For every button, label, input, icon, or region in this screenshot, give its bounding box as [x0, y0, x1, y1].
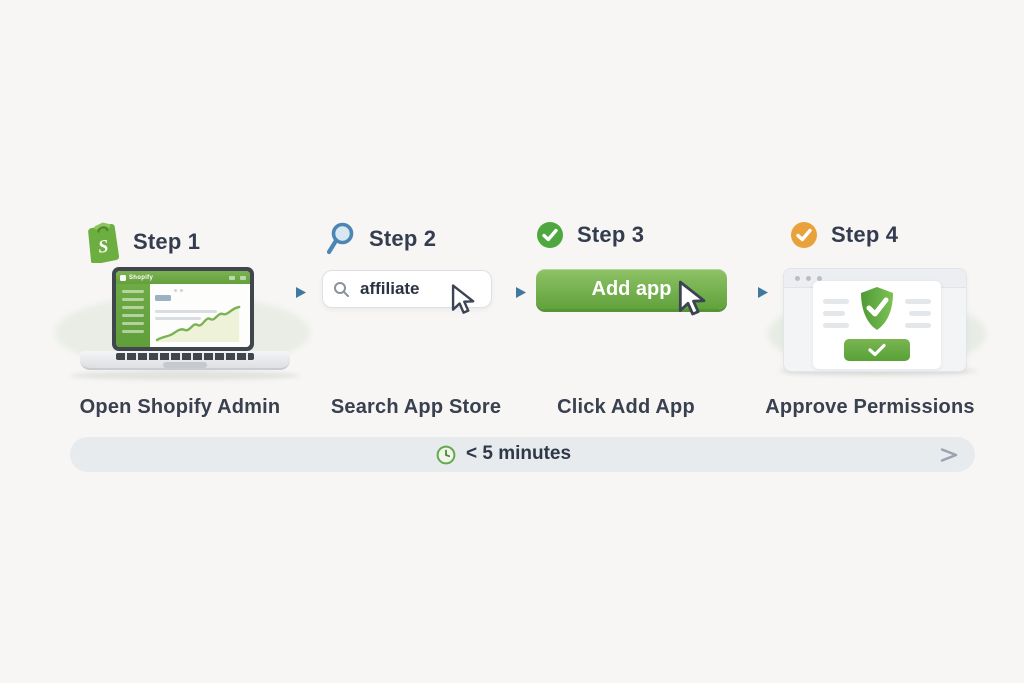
laptop-trackpad — [163, 362, 207, 368]
caption-step3: Click Add App — [557, 396, 695, 418]
caption-step2: Search App Store — [330, 396, 502, 418]
shield-check-icon — [857, 285, 897, 338]
add-app-button[interactable]: Add app — [536, 269, 727, 309]
laptop-shadow — [70, 371, 300, 380]
shopify-bag-icon: S — [82, 221, 120, 263]
step2-header: Step 2 — [323, 221, 436, 256]
laptop-illustration: Shopify — [112, 267, 254, 351]
step4-label: Step 4 — [831, 222, 899, 247]
timeline-line-left — [90, 453, 432, 471]
shopify-admin-topbar: Shopify — [116, 271, 250, 284]
step1-header: S Step 1 — [82, 221, 200, 263]
permissions-dialog — [813, 281, 941, 369]
caption-step4: Approve Permissions — [765, 396, 975, 418]
search-icon — [333, 281, 350, 298]
topbar-icon — [229, 275, 235, 280]
laptop-keyboard — [80, 351, 290, 370]
arrow-step1-step2-icon — [258, 284, 308, 306]
sales-chart — [154, 304, 246, 344]
caption-step1: Open Shopify Admin — [79, 396, 281, 418]
check-icon — [868, 343, 886, 357]
svg-text:S: S — [97, 236, 109, 257]
step3-header: Step 3 — [536, 221, 644, 249]
arrow-step3-step4-icon — [733, 284, 769, 306]
shopify-brand-text: Shopify — [129, 274, 154, 281]
clock-icon — [436, 445, 456, 470]
duration-label: < 5 minutes — [466, 443, 572, 464]
mouse-cursor-icon — [672, 278, 712, 323]
shopify-logo-mini — [120, 274, 126, 281]
browser-dot — [795, 275, 800, 281]
browser-window-illustration — [783, 268, 967, 372]
browser-dot — [806, 275, 811, 281]
step3-label: Step 3 — [577, 222, 645, 247]
mouse-cursor-icon — [446, 282, 480, 321]
step2-label: Step 2 — [369, 225, 437, 251]
arrow-step2-step3-icon — [497, 284, 526, 306]
admin-sidebar — [116, 284, 150, 347]
browser-dot — [817, 275, 822, 281]
step1-label: Step 1 — [133, 229, 201, 254]
approve-button[interactable] — [844, 339, 910, 361]
admin-content — [150, 284, 250, 347]
timeline-line-right — [596, 447, 960, 468]
check-circle-orange-icon — [790, 221, 818, 249]
topbar-icon — [240, 275, 246, 280]
step4-header: Step 4 — [790, 221, 898, 249]
timeline-bar: < 5 minutes — [70, 437, 975, 472]
check-circle-green-icon — [536, 221, 564, 249]
app-store-search-box[interactable] — [322, 270, 492, 308]
magnifier-icon — [323, 221, 356, 256]
content-tab — [155, 295, 171, 301]
search-input[interactable] — [358, 278, 472, 300]
